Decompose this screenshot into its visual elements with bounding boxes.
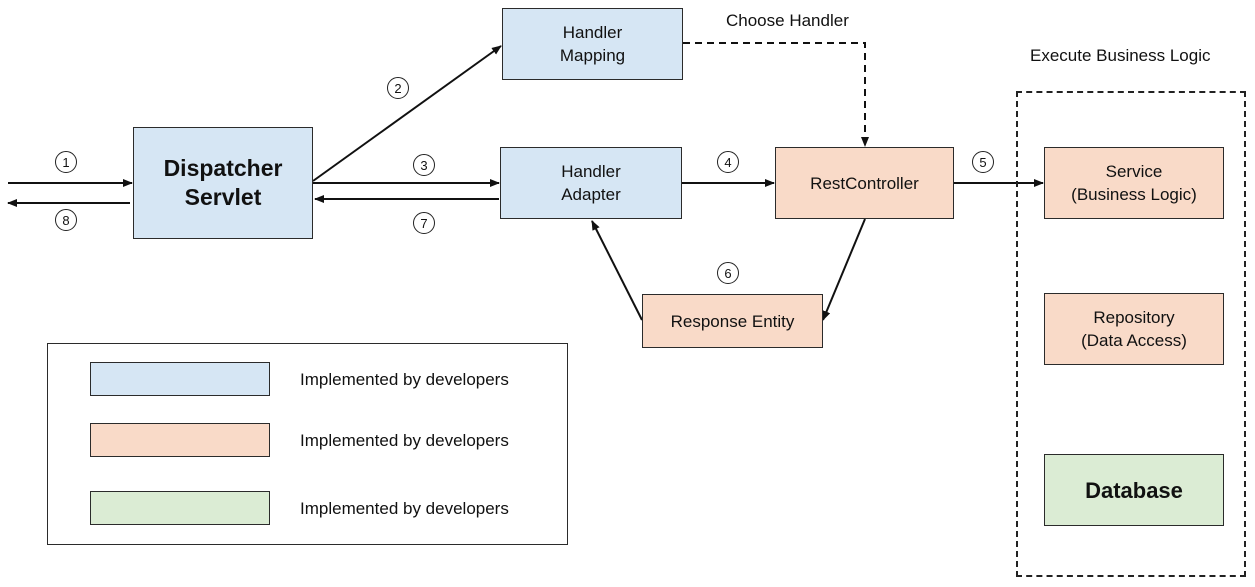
- step-4-marker: 4: [717, 151, 739, 173]
- step-5-marker: 5: [972, 151, 994, 173]
- database-node: Database: [1044, 454, 1224, 526]
- arrow-entity-to-adapter: [591, 220, 643, 321]
- arrow-choose-handler: [683, 42, 869, 147]
- business-logic-frame: [1016, 91, 1246, 577]
- legend-swatch-green: [90, 491, 270, 525]
- arrow-to-handler-mapping: [312, 45, 502, 182]
- service-node: Service (Business Logic): [1044, 147, 1224, 219]
- legend-label-green: Implemented by developers: [300, 499, 509, 518]
- step-3-marker: 3: [413, 154, 435, 176]
- legend-label-peach: Implemented by developers: [300, 431, 509, 450]
- legend-label-blue: Implemented by developers: [300, 370, 509, 389]
- handler-adapter-node: Handler Adapter: [500, 147, 682, 219]
- rest-controller-node: RestController: [775, 147, 954, 219]
- step-8-marker: 8: [55, 209, 77, 231]
- execute-business-logic-label: Execute Business Logic: [1030, 46, 1211, 65]
- step-7-marker: 7: [413, 212, 435, 234]
- step-1-marker: 1: [55, 151, 77, 173]
- repository-node: Repository (Data Access): [1044, 293, 1224, 365]
- response-entity-node: Response Entity: [642, 294, 823, 348]
- legend-swatch-blue: [90, 362, 270, 396]
- handler-mapping-node: Handler Mapping: [502, 8, 683, 80]
- choose-handler-label: Choose Handler: [726, 11, 849, 30]
- legend: Implemented by developers Implemented by…: [47, 343, 568, 545]
- step-2-marker: 2: [387, 77, 409, 99]
- dispatcher-servlet-node: Dispatcher Servlet: [133, 127, 313, 239]
- step-6-marker: 6: [717, 262, 739, 284]
- arrow-to-response-entity: [822, 218, 866, 321]
- legend-swatch-peach: [90, 423, 270, 457]
